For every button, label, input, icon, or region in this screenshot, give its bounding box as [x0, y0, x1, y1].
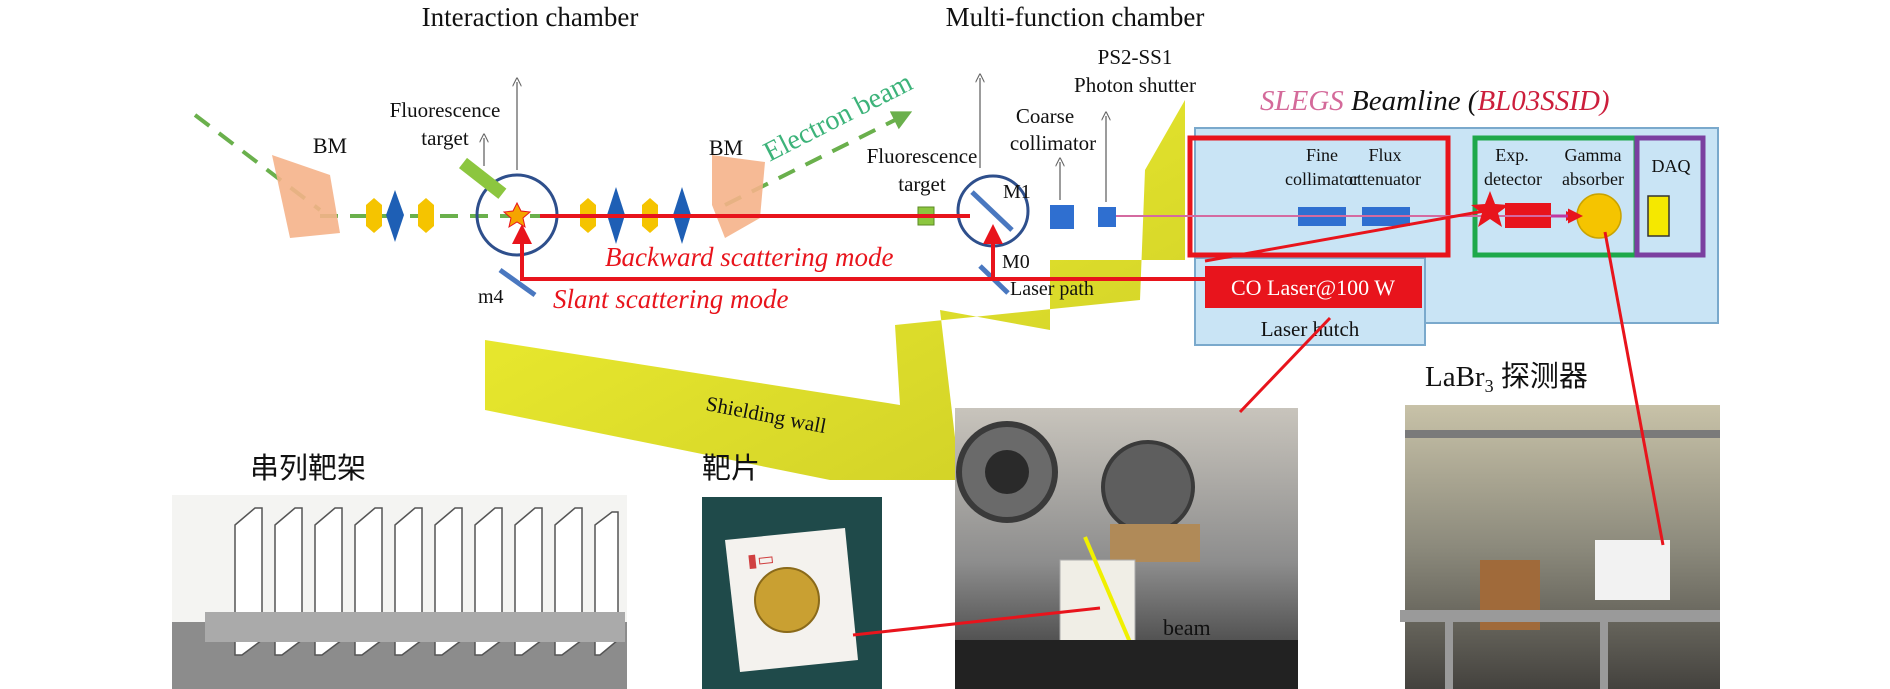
fine-label: Fine: [1306, 145, 1338, 165]
labr3-detector-photo: [1400, 405, 1720, 689]
coarse-collimator-block: [1050, 205, 1074, 229]
multi-function-chamber-title: Multi-function chamber: [946, 2, 1205, 32]
svg-text:▮▭: ▮▭: [746, 548, 775, 571]
daq-label: DAQ: [1652, 156, 1691, 176]
labr3-suffix: 探测器: [1494, 360, 1588, 393]
labr3-label: LaBr3 探测器: [1425, 360, 1588, 396]
target-label-2: target: [898, 172, 946, 196]
bm-left-label: BM: [313, 133, 347, 158]
target-sheet-photo: ▮▭: [702, 497, 882, 689]
detector-label: detector: [1484, 169, 1542, 189]
ps2-ss1-label: PS2-SS1: [1098, 45, 1173, 69]
target-sheet-label: 靶片: [702, 452, 760, 485]
connector-hutch-to-lab: [1238, 316, 1332, 414]
tandem-holder-photo: [172, 495, 627, 689]
beamline-title-mid: Beamline (: [1344, 85, 1480, 117]
photon-shutter-label: Photon shutter: [1074, 73, 1196, 97]
labr3-prefix: LaBr: [1425, 361, 1485, 393]
coarse-collimator-label: collimator: [1010, 131, 1096, 155]
fine-collimator-label: collimator: [1285, 169, 1359, 189]
shielding-wall: [485, 100, 1185, 480]
backward-mode-label: Backward scattering mode: [605, 242, 893, 272]
lab-setup-photo: beam: [955, 408, 1298, 689]
laser-to-target: [1204, 208, 1491, 263]
beamline-title-close: ): [1598, 85, 1610, 117]
collimation-group-box: [1187, 135, 1451, 258]
m0-label: M0: [1002, 251, 1030, 273]
coarse-label: Coarse: [1016, 104, 1074, 128]
beamline-title-code: BL03SSID: [1477, 85, 1600, 117]
bm-right-label: BM: [709, 135, 743, 160]
detector-star-icon: [1471, 191, 1509, 227]
flux-label: Flux: [1368, 145, 1401, 165]
daq-unit: [1647, 195, 1670, 237]
daq-group-box: [1634, 135, 1706, 258]
mirror-m1: [970, 190, 1014, 232]
labr3-subscript: 3: [1485, 376, 1494, 396]
m4-label: m4: [478, 286, 504, 308]
fluorescence-target-1: [458, 157, 507, 199]
bending-magnet-right: [712, 155, 765, 238]
connector-absorber-to-detector: [1603, 231, 1665, 546]
bending-magnet-left: [272, 155, 340, 238]
fluorescence-label-1: Fluorescence: [390, 98, 501, 122]
absorber-label: absorber: [1562, 169, 1624, 189]
flux-attenuator-label: cttenuator: [1349, 169, 1421, 189]
beamline-title: SLEGS Beamline (BL03SSID): [1260, 85, 1610, 117]
magnet-lattice-left: [366, 190, 434, 242]
exp-label: Exp.: [1495, 145, 1529, 165]
photon-shutter-block: [1098, 207, 1116, 227]
co-laser-box: [1205, 266, 1422, 308]
co-laser-label: CO Laser@100 W: [1231, 275, 1395, 300]
connector-sheet-to-holder: [852, 606, 1101, 637]
beam-in-photo-label: beam: [1163, 615, 1211, 640]
mirror-m4: [498, 267, 537, 298]
interaction-point-star: [502, 201, 532, 229]
tandem-holder-label: 串列靶架: [250, 452, 366, 485]
m1-label: M1: [1003, 181, 1031, 203]
beamline-title-slegs: SLEGS: [1260, 85, 1344, 117]
laser-path-label: Laser path: [1010, 278, 1094, 300]
gamma-label: Gamma: [1565, 145, 1622, 165]
gamma-absorber: [1576, 193, 1622, 239]
fluorescence-label-2: Fluorescence: [867, 144, 978, 168]
target-label-1: target: [421, 126, 469, 150]
interaction-chamber-title: Interaction chamber: [422, 2, 639, 32]
slant-mode-label: Slant scattering mode: [553, 284, 788, 314]
